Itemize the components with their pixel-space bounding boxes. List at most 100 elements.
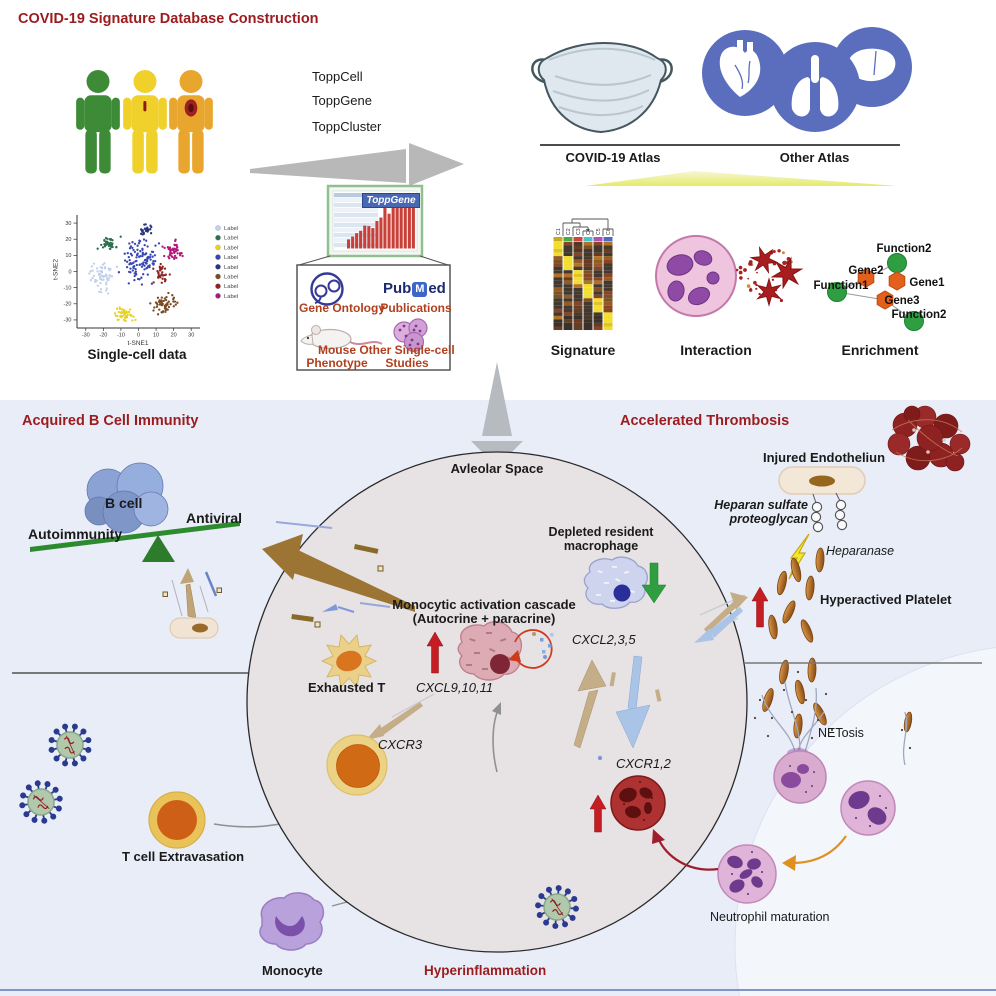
svg-text:0: 0	[137, 333, 140, 339]
alveolus-debris	[275, 521, 391, 628]
svg-text:C3: C3	[576, 228, 582, 235]
svg-text:-20: -20	[64, 302, 72, 308]
autoimmunity-label: Autoimmunity	[28, 526, 123, 542]
enrichment-label: Enrichment	[841, 342, 919, 358]
increase-arrow-icons	[426, 586, 769, 833]
scatter-caption: Single-cell data	[87, 347, 187, 362]
other-atlas-label: Other Atlas	[779, 150, 850, 165]
b-cell-cluster-icon	[84, 462, 169, 534]
exhausted-t-icon	[320, 633, 378, 689]
svg-text:Function2: Function2	[877, 243, 932, 255]
svg-text:-30: -30	[82, 333, 90, 339]
organ-atlas-icons	[702, 27, 912, 132]
wound-mark	[143, 101, 147, 112]
endothelial-cell-icon	[169, 617, 219, 639]
heparanase-label: Heparanase	[826, 544, 895, 558]
antiviral-label: Antiviral	[186, 510, 243, 526]
tsne-points	[88, 223, 184, 323]
svg-text:Function2: Function2	[892, 309, 947, 321]
decrease-arrow-icon	[641, 562, 667, 604]
thrombosis-title: Accelerated Thrombosis	[620, 413, 790, 429]
heparan-chain-icons	[810, 492, 848, 533]
tool-label-toppcluster: ToppCluster	[312, 119, 382, 134]
svg-text:20: 20	[65, 237, 71, 243]
dendritic-cell-icons	[749, 246, 804, 307]
maturation-arrow	[791, 835, 847, 865]
svg-text:Label: Label	[224, 275, 238, 281]
netosis-label: NETosis	[818, 726, 864, 740]
netosis-icon	[753, 670, 912, 804]
hyperactivated-platelet-label: Hyperactived Platelet	[820, 592, 952, 607]
pipeline-arrow-icon	[250, 143, 464, 186]
svg-text:Label: Label	[224, 236, 238, 242]
cxcl91011-label: CXCL9,10,11	[416, 680, 494, 695]
patient-icons	[76, 70, 213, 174]
cxcl235-label: CXCL2,3,5	[572, 632, 636, 647]
cxcr12-neutrophil-icon	[610, 775, 666, 831]
small-dart-icons	[366, 693, 435, 740]
svg-text:C6: C6	[606, 228, 612, 235]
tool-label-toppcell: ToppCell	[312, 69, 363, 84]
cxcr3-label: CXCR3	[378, 737, 423, 752]
immunity-title: Acquired B Cell Immunity	[22, 413, 199, 429]
covid-atlas-label: COVID-19 Atlas	[565, 150, 661, 165]
svg-text:10: 10	[65, 253, 71, 259]
activated-monocyte-icon	[457, 621, 523, 681]
svg-text:0: 0	[68, 269, 71, 275]
resident-macrophage-icon	[583, 556, 649, 609]
alveolar-space-label: Avleolar Space	[450, 461, 544, 476]
figure-title: COVID-19 Signature Database Construction	[18, 11, 319, 27]
svg-text:C4: C4	[586, 228, 592, 235]
svg-text:-30: -30	[64, 318, 72, 324]
recruitment-arrow	[656, 837, 719, 871]
dendrogram	[562, 218, 614, 236]
gene-ontology-label: Gene Ontology	[298, 301, 385, 315]
svg-text:Label: Label	[224, 226, 238, 232]
svg-text:20: 20	[171, 333, 177, 339]
edge-dart-icons	[694, 592, 748, 643]
svg-text:Function1: Function1	[814, 280, 870, 292]
debris-particles	[162, 568, 222, 619]
person-icon	[76, 70, 120, 174]
mature-neutrophil-icon	[717, 844, 777, 904]
hyperinflammation-label: Hyperinflammation	[424, 963, 547, 978]
neutrophil-maturation-label: Neutrophil maturation	[710, 910, 830, 924]
seesaw-icon	[30, 521, 240, 562]
highlight-beam	[585, 171, 898, 186]
t-cell-icon	[148, 791, 206, 849]
svg-text:Gene3: Gene3	[884, 295, 919, 307]
liver-icon	[847, 48, 896, 82]
svg-text:-10: -10	[117, 333, 125, 339]
extravasation-label: T cell Extravasation	[122, 849, 245, 864]
person-icon	[123, 70, 167, 174]
face-mask-icon	[531, 42, 673, 134]
gene-ontology-icon	[310, 272, 344, 306]
heatmap-cells	[553, 242, 613, 331]
lungs-icon	[791, 55, 839, 117]
svg-text:C1: C1	[556, 228, 562, 235]
person-icon	[169, 70, 213, 174]
svg-text:C5: C5	[596, 228, 602, 235]
svg-text:30: 30	[65, 221, 71, 227]
svg-text:Label: Label	[224, 265, 238, 271]
toppgene-banner: ToppGene	[362, 193, 420, 208]
single-cell-studies-icon	[393, 318, 428, 353]
screenshot-barchart	[347, 196, 415, 249]
svg-text:10: 10	[153, 333, 159, 339]
cxcr3-t-cell-icon	[326, 734, 388, 796]
scatter-xlabel: t-SNE1	[127, 340, 149, 347]
svg-text:Label: Label	[224, 255, 238, 261]
monocyte-icon	[259, 892, 325, 951]
mouse-icon	[300, 325, 383, 352]
svg-text:Label: Label	[224, 245, 238, 251]
efflux-arrow-icon	[262, 534, 415, 612]
